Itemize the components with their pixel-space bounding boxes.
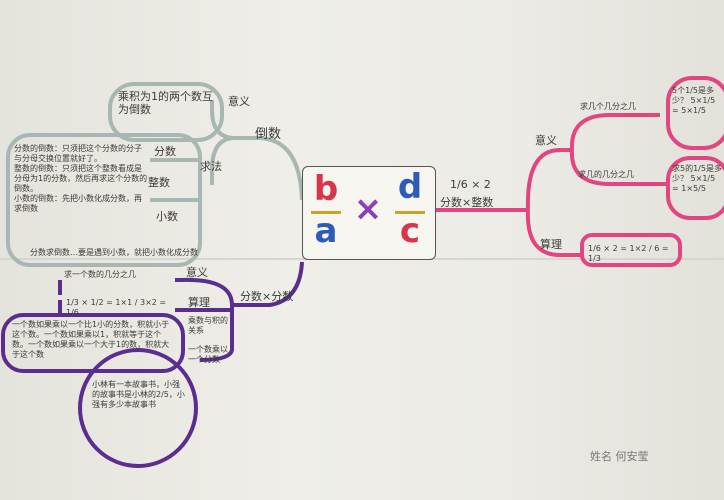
frac-x-int-meaning-label: 意义 (535, 134, 557, 147)
frac-x-int-meaning-2: 求几的几分之几 (578, 170, 634, 179)
frac-x-frac-relation-note: 一个数如果乘以一个比1小的分数，积就小于这个数。一个数如果乘以1，积就等于这个数… (12, 320, 170, 359)
central-topic-card: b a × d c (302, 166, 436, 260)
frac-x-int-example: 1/6 × 2 (450, 178, 491, 191)
frac-x-int-branches (434, 76, 724, 267)
frac-x-int-meaning-1-example: 5个1/5是多少？ 5×1/5 = 5×1/5 (672, 86, 718, 115)
signature: 姓名 何安莹 (590, 450, 649, 463)
frac-x-frac-example: 小林有一本故事书，小强的故事书是小林的2/5，小强有多少本故事书 (92, 380, 185, 409)
reciprocal-meaning: 乘积为1的两个数互为倒数 (118, 90, 213, 116)
frac-x-int-theory: 1/6 × 2 = 1×2 / 6 = 1/3 (588, 244, 672, 263)
frac-x-frac-relation: 乘数与积的关系 (188, 316, 228, 335)
frac-x-int-meaning-1: 求几个几分之几 (580, 102, 636, 111)
reciprocal-meaning-label: 意义 (228, 95, 250, 108)
denominator-a: a (314, 211, 338, 251)
frac-x-frac-side-note: 一个数乘以一个分数 (188, 345, 228, 364)
multiply-sign: × (353, 189, 383, 229)
frac-x-frac-meaning: 求一个数的几分之几 (64, 270, 136, 279)
frac-x-frac-theory: 1/3 × 1/2 = 1×1 / 3×2 = 1/6 (66, 298, 169, 317)
frac-x-int-theory-label: 算理 (540, 238, 562, 251)
frac-x-frac-title: 分数×分数 (240, 290, 294, 303)
reciprocal-title: 倒数 (255, 127, 282, 142)
numerator-b: b (313, 169, 339, 209)
frac-x-int-title: 分数×整数 (440, 196, 494, 209)
reciprocal-note: 分数的倒数：只须把这个分数的分子与分母交换位置就好了。 整数的倒数：只须把这个整… (14, 144, 148, 213)
frac-x-frac-theory-label: 算理 (188, 296, 210, 309)
reciprocal-branches (6, 82, 304, 267)
frac-x-int-meaning-2-example: 求5的1/5是多少？ 5×1/5 = 1×5/5 (672, 164, 722, 193)
frac-x-frac-meaning-label: 意义 (186, 266, 208, 279)
reciprocal-note-tail: 分数求倒数…要是遇到小数，就把小数化成分数 (30, 248, 198, 257)
fraction-bar-right (395, 211, 425, 214)
reciprocal-kind-fraction: 分数 (154, 145, 176, 158)
fraction-bar-left (311, 211, 341, 214)
frac-x-frac-branches (1, 261, 304, 468)
numerator-d: d (397, 167, 423, 207)
reciprocal-kind-decimal: 小数 (156, 210, 178, 223)
reciprocal-method-label: 求法 (200, 160, 222, 173)
reciprocal-kind-integer: 整数 (148, 176, 170, 189)
denominator-c: c (399, 211, 421, 251)
